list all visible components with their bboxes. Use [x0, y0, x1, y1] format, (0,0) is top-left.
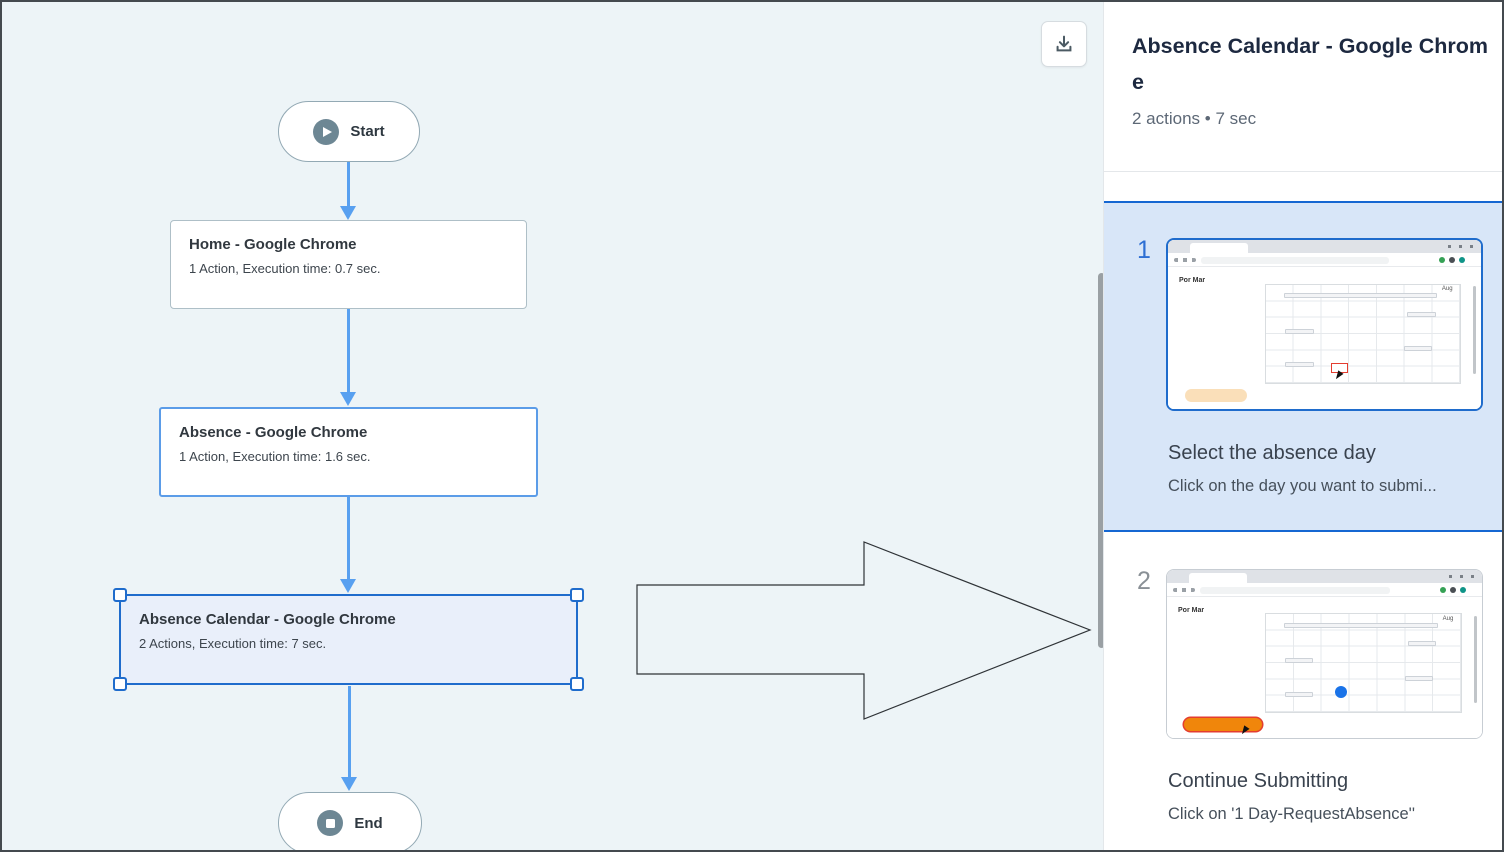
step-title: Continue Submitting: [1168, 770, 1349, 792]
panel-scrollbar[interactable]: [1098, 273, 1105, 648]
step-2-thumbnail: Por Mar Aug: [1166, 569, 1483, 739]
start-node[interactable]: Start: [278, 101, 420, 162]
event-pill: [1283, 622, 1438, 628]
browser-tab: [1189, 573, 1247, 583]
url-bar: [1200, 587, 1390, 594]
browser-toolbar: [1167, 583, 1482, 597]
node-title: Absence Calendar - Google Chrome: [139, 611, 396, 628]
cursor-icon: [1241, 724, 1250, 736]
event-pill: [1285, 691, 1314, 697]
event-pill: [1407, 641, 1437, 647]
calendar-month-label: Aug: [1441, 285, 1453, 292]
step-number: 1: [1137, 236, 1151, 264]
extension-icon: [1450, 587, 1456, 593]
request-absence-button-highlighted: [1184, 718, 1263, 731]
start-node-label: Start: [350, 123, 385, 140]
event-pill: [1285, 362, 1314, 368]
request-absence-button-faded: [1185, 388, 1248, 402]
node-home-chrome[interactable]: Home - Google Chrome 1 Action, Execution…: [170, 220, 527, 309]
event-pill: [1283, 292, 1438, 298]
calendar-page: Por Mar Aug: [1168, 268, 1481, 409]
end-node-label: End: [354, 814, 383, 832]
page-scrollbar: [1474, 616, 1478, 703]
nav-buttons-icon: [1173, 588, 1195, 592]
event-pill: [1285, 658, 1314, 664]
calendar-month-label: Aug: [1442, 615, 1454, 622]
node-subtitle: 1 Action, Execution time: 1.6 sec.: [179, 449, 371, 464]
connector-arrowhead: [340, 206, 356, 220]
step-number: 2: [1137, 567, 1151, 595]
browser-tab-bar: [1167, 570, 1482, 583]
step-description: Click on '1 Day-RequestAbsence'': [1168, 805, 1415, 823]
stop-icon: [317, 810, 344, 836]
node-subtitle: 2 Actions, Execution time: 7 sec.: [139, 636, 327, 651]
panel-meta: 2 actions • 7 sec: [1132, 109, 1257, 128]
profile-icon: [1459, 257, 1465, 263]
calendar-page: Por Mar Aug: [1167, 598, 1482, 738]
connector-line: [348, 686, 351, 778]
node-title: Absence - Google Chrome: [179, 424, 368, 441]
connector-arrowhead: [340, 579, 356, 593]
window-controls-icon: [1448, 245, 1474, 248]
profile-icon: [1460, 587, 1466, 593]
click-highlight-box: [1330, 363, 1348, 374]
url-bar: [1201, 257, 1389, 264]
window-controls-icon: [1449, 575, 1475, 578]
browser-tab: [1190, 243, 1248, 253]
connector-line: [347, 497, 350, 580]
calendar-grid: [1264, 613, 1462, 713]
event-pill: [1404, 346, 1433, 352]
selected-day-marker: [1334, 686, 1347, 699]
resize-handle-bottom-left[interactable]: [113, 677, 127, 691]
download-icon: [1056, 35, 1072, 52]
annotation-arrow: [636, 541, 1092, 720]
calendar-sidebar-label: Por Mar: [1178, 607, 1205, 614]
step-card-2[interactable]: 2 Por Mar: [1104, 534, 1502, 850]
browser-toolbar: [1168, 253, 1481, 267]
play-icon: [313, 118, 340, 145]
end-node[interactable]: End: [278, 792, 422, 850]
extension-icon: [1440, 587, 1446, 593]
step-title: Select the absence day: [1168, 442, 1376, 464]
connector-arrowhead: [340, 392, 356, 406]
extension-icon: [1439, 257, 1445, 263]
page-scrollbar: [1473, 286, 1477, 374]
node-absence-chrome[interactable]: Absence - Google Chrome 1 Action, Execut…: [159, 407, 538, 497]
calendar-sidebar-label: Por Mar: [1179, 277, 1206, 284]
browser-tab-bar: [1168, 240, 1481, 253]
node-subtitle: 1 Action, Execution time: 0.7 sec.: [189, 261, 381, 276]
download-button[interactable]: [1041, 21, 1087, 67]
node-title: Home - Google Chrome: [189, 236, 357, 253]
step-card-1[interactable]: 1 Por Mar: [1104, 201, 1502, 532]
connector-line: [347, 162, 350, 207]
panel-title: Absence Calendar - Google Chrome: [1132, 34, 1489, 94]
step-description: Click on the day you want to submi...: [1168, 477, 1437, 495]
resize-handle-bottom-right[interactable]: [570, 677, 584, 691]
step-1-thumbnail: Por Mar Aug: [1166, 238, 1483, 411]
connector-arrowhead: [341, 777, 357, 791]
node-absence-calendar-chrome[interactable]: Absence Calendar - Google Chrome 2 Actio…: [113, 588, 584, 691]
connector-line: [347, 309, 350, 393]
event-pill: [1285, 328, 1314, 334]
resize-handle-top-right[interactable]: [570, 588, 584, 602]
event-pill: [1407, 311, 1436, 317]
divider: [1104, 171, 1502, 172]
resize-handle-top-left[interactable]: [113, 588, 127, 602]
step-detail-panel: Absence Calendar - Google Chrome 2 actio…: [1103, 2, 1502, 850]
event-pill: [1404, 675, 1434, 681]
panel-header: Absence Calendar - Google Chrome 2 actio…: [1104, 2, 1502, 129]
nav-buttons-icon: [1174, 258, 1196, 262]
extension-icon: [1449, 257, 1455, 263]
